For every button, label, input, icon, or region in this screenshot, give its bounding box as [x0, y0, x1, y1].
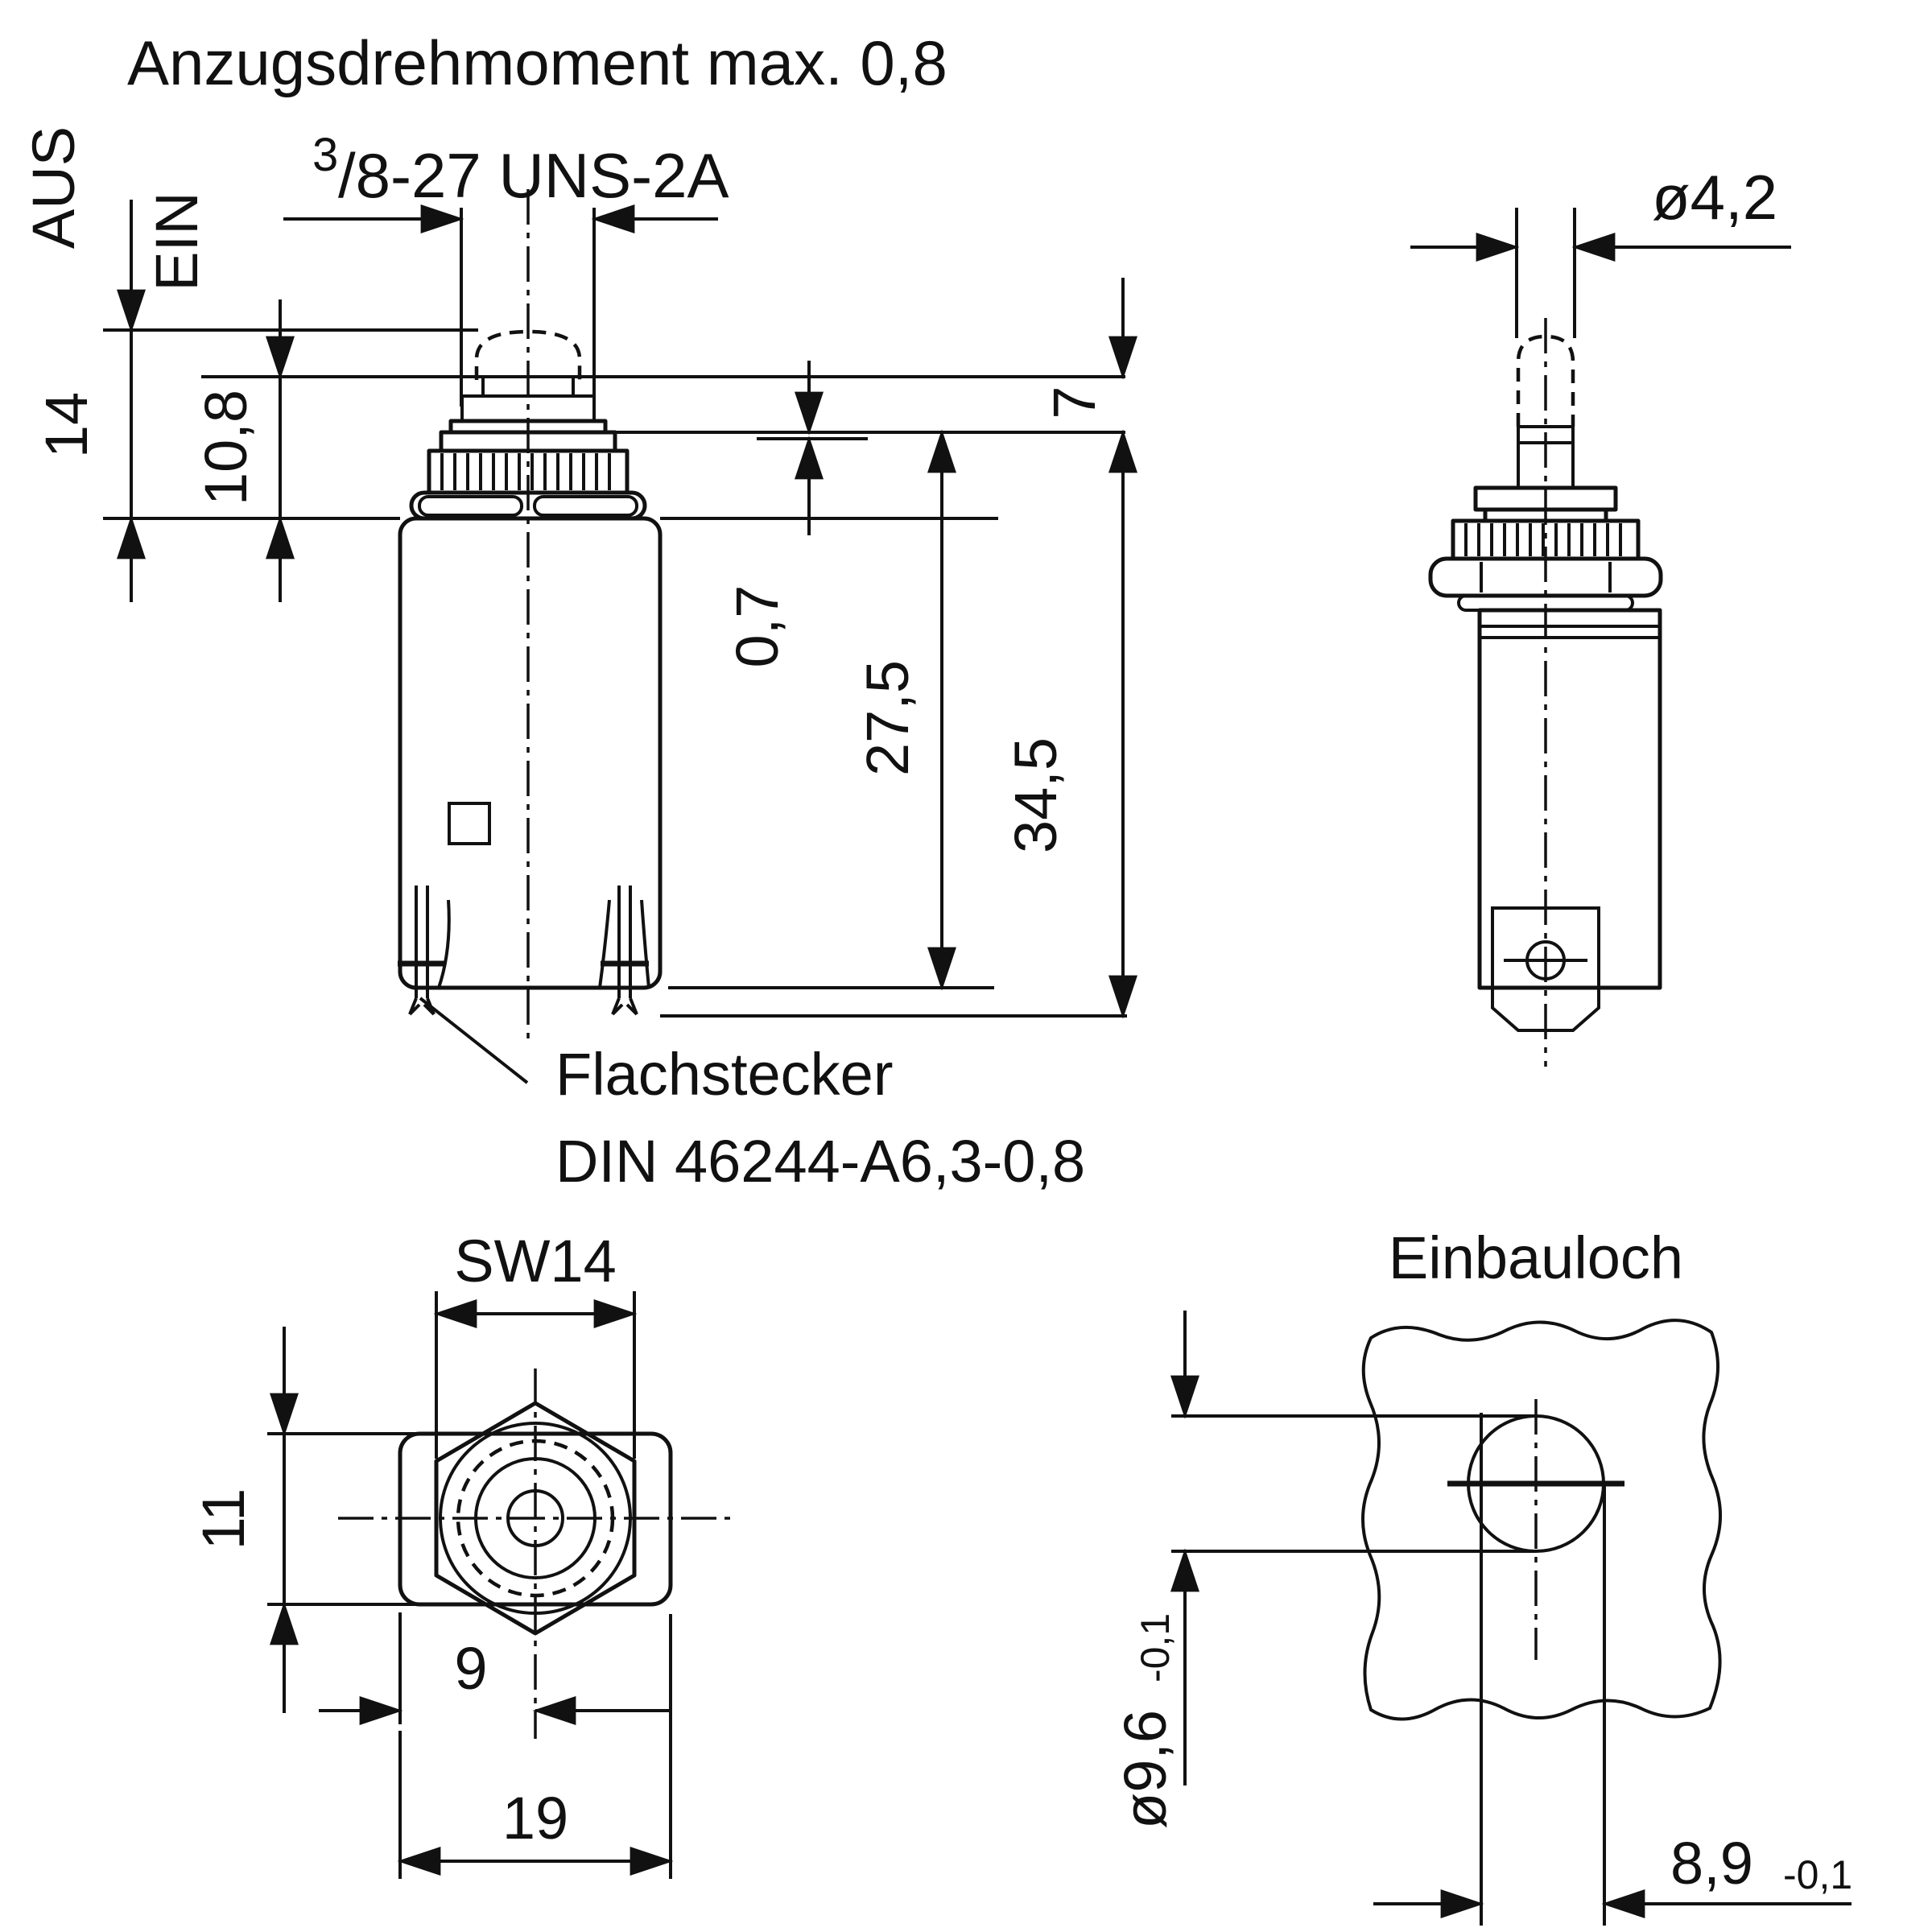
mounting-hole-view: Einbauloch ø9,6 -0,1 8,9 -0,1 [1112, 1224, 1852, 1926]
svg-text:0,7: 0,7 [724, 585, 791, 668]
button-aus-hidden [474, 329, 582, 380]
position-label-ein: EIN [143, 192, 210, 291]
svg-text:14: 14 [33, 392, 100, 458]
thread-label-superscript: 3 [312, 129, 338, 181]
button-ein [460, 375, 596, 421]
panel-outline [1361, 1319, 1722, 1721]
leader-label-line2: DIN 46244-A6,3-0,8 [555, 1128, 1085, 1195]
svg-text:-0,1: -0,1 [1783, 1852, 1852, 1897]
svg-text:8,9: 8,9 [1670, 1830, 1753, 1897]
dimension-9: 9 [319, 1612, 671, 1725]
drawing-title: Anzugsdrehmoment max. 0,8 [127, 27, 947, 98]
leader-line [419, 997, 529, 1084]
side-terminal [1491, 906, 1600, 1032]
case-square-hole [448, 802, 491, 845]
side-button-aus-hidden [1516, 334, 1575, 427]
dimension-27-5: 27,5 [854, 429, 956, 991]
svg-text:34,5: 34,5 [1002, 737, 1069, 853]
dimension-11: 11 [190, 1327, 451, 1713]
dimension-sw14 [433, 1291, 638, 1459]
front-view: 3 /8-27 UNS-2A AUS EIN 14 [20, 126, 1137, 1195]
terminal-left [398, 886, 451, 1016]
dimension-34-5: 34,5 [1002, 429, 1137, 1019]
svg-text:7: 7 [1041, 386, 1108, 419]
svg-text:27,5: 27,5 [854, 660, 921, 776]
dimension-0-7: 0,7 [724, 361, 824, 668]
mounting-hole-title: Einbauloch [1389, 1224, 1683, 1291]
side-view: ø4,2 [1410, 162, 1791, 1067]
svg-text:10,8: 10,8 [192, 390, 259, 506]
dimension-hole-dia: ø9,6 -0,1 [1112, 1311, 1536, 1829]
case-side [1477, 608, 1662, 990]
dimension-button-dia [1410, 208, 1791, 338]
button-dia-label: ø4,2 [1652, 162, 1777, 233]
svg-text:11: 11 [190, 1488, 257, 1550]
dimension-10-8: 10,8 [192, 299, 295, 602]
dimension-14: 14 [33, 200, 146, 602]
case-front [398, 516, 663, 990]
thread-label: /8-27 UNS-2A [338, 140, 729, 211]
svg-text:ø9,6: ø9,6 [1112, 1710, 1179, 1829]
svg-text:-0,1: -0,1 [1133, 1613, 1178, 1682]
svg-text:19: 19 [502, 1785, 568, 1852]
dimension-19: 19 [397, 1614, 674, 1879]
dimension-hole-flat-width: 8,9 -0,1 [1373, 1830, 1852, 1918]
position-label-aus: AUS [20, 126, 87, 249]
leader-label-line1: Flachstecker [555, 1041, 893, 1108]
terminal-right [598, 886, 650, 1016]
wrench-size-label: SW14 [454, 1228, 617, 1294]
thread-dimension [283, 204, 718, 407]
top-view: SW14 11 9 [190, 1228, 733, 1879]
dimension-7: 7 [1041, 278, 1137, 419]
svg-text:9: 9 [454, 1635, 487, 1702]
